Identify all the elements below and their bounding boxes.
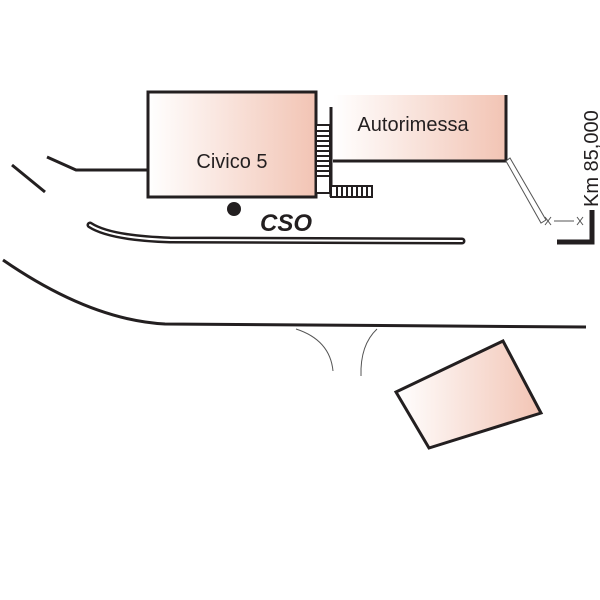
access-path	[46, 155, 148, 172]
building-label-autorimessa: Autorimessa	[357, 114, 469, 136]
building-civico-5[interactable]	[146, 90, 318, 199]
building-autorimessa[interactable]	[333, 95, 506, 160]
road-edge-left	[11, 163, 46, 194]
point-marker-icon[interactable]	[227, 202, 241, 216]
marker-label-cso: CSO	[260, 210, 312, 237]
building-label-civico-5: Civico 5	[196, 151, 267, 173]
kilometer-marker-label: Km 85,000	[581, 110, 600, 207]
junction-curve-right	[360, 328, 378, 377]
sidewalk-inner	[89, 224, 463, 242]
road-edge-main	[2, 258, 587, 329]
stairs-icon	[315, 107, 373, 198]
fence-symbol-icon	[544, 216, 584, 226]
junction-curve-left	[295, 328, 334, 372]
fence-wall	[505, 157, 547, 224]
building-lower[interactable]	[393, 339, 544, 450]
kilometer-marker-icon	[557, 210, 595, 245]
